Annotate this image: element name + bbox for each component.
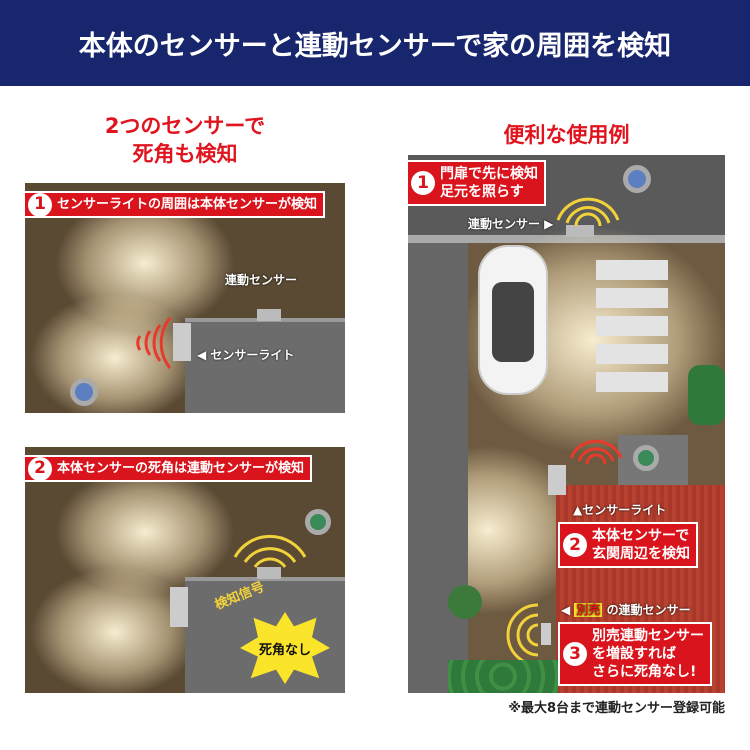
callout-line: 足元を照らす — [440, 184, 524, 200]
callout-line: を増設すれば — [592, 646, 676, 662]
paving-stones — [596, 260, 668, 395]
person-icon — [633, 445, 659, 471]
sensor-light-device — [173, 323, 191, 361]
detection-waves-yellow — [556, 197, 620, 227]
callout-2: 2 本体センサーの死角は連動センサーが検知 — [25, 455, 313, 482]
car — [478, 245, 548, 395]
optional-sensor-device — [541, 623, 551, 645]
callout-2: 2 本体センサーで玄関周辺を検知 — [558, 522, 698, 568]
house-wall — [185, 318, 345, 413]
callout-1: 1 門扉で先に検知足元を照らす — [408, 160, 546, 206]
callout-line: 玄関周辺を検知 — [592, 546, 690, 562]
sensor-light-device — [548, 465, 566, 495]
number-badge: 2 — [28, 456, 52, 481]
callout-text: センサーライトの周囲は本体センサーが検知 — [57, 197, 318, 212]
callout-3: 3 別売連動センサーを増設すればさらに死角なし! — [558, 622, 712, 686]
sensor-light-caption: ▲センサーライト — [573, 503, 667, 517]
detection-waves-red — [136, 317, 172, 369]
detection-waves-yellow — [233, 534, 307, 568]
footnote: ※最大8台まで連動センサー登録可能 — [508, 701, 725, 716]
right-title: 便利な使用例 — [503, 123, 630, 147]
garden-bushes — [448, 660, 558, 693]
no-blind-spot-burst: 死角なし — [240, 612, 330, 684]
person-icon — [305, 509, 331, 535]
detection-waves-red — [569, 439, 623, 465]
shrubs — [688, 365, 725, 425]
callout-line: さらに死角なし! — [592, 664, 697, 680]
left-title-line1: 2つのセンサーで — [104, 114, 266, 138]
header-title: 本体のセンサーと連動センサーで家の周囲を検知 — [78, 30, 672, 62]
linked-sensor-device — [257, 567, 281, 579]
callout-line: 本体センサーで — [592, 528, 690, 544]
optional-sensor-caption: ◀ 別売 の連動センサー — [561, 603, 691, 617]
sensor-light-caption: ◀ センサーライト — [197, 348, 295, 362]
linked-sensor-device — [257, 309, 281, 321]
no-blind-spot-text: 死角なし — [258, 642, 311, 658]
person-icon — [70, 378, 98, 406]
person-icon — [623, 165, 651, 193]
linked-sensor-device — [566, 225, 594, 237]
number-badge: 2 — [563, 533, 587, 557]
number-badge: 1 — [411, 171, 435, 195]
left-title: 2つのセンサーで 死角も検知 — [25, 112, 345, 168]
callout-line: 門扉で先に検知 — [440, 166, 538, 182]
sensor-light-device — [170, 587, 188, 627]
linked-sensor-caption: 連動センサー ▶ — [468, 217, 554, 231]
optional-sensor-text: の連動センサー — [606, 603, 691, 617]
number-badge: 1 — [28, 192, 52, 217]
number-badge: 3 — [563, 642, 587, 666]
side-path — [408, 243, 468, 693]
scene-panel-3: 1 門扉で先に検知足元を照らす 連動センサー ▶ ▲センサーライト 2 本体センサー… — [408, 155, 725, 693]
scene-panel-1: 連動センサー ◀ センサーライト 1 センサーライトの周囲は本体センサーが検知 — [25, 183, 345, 413]
callout-text: 本体センサーの死角は連動センサーが検知 — [57, 461, 305, 476]
left-title-line2: 死角も検知 — [132, 142, 238, 166]
callout-line: 別売連動センサー — [592, 628, 704, 644]
callout-1: 1 センサーライトの周囲は本体センサーが検知 — [25, 191, 326, 218]
optional-badge: 別売 — [574, 603, 603, 617]
linked-sensor-caption: 連動センサー — [225, 273, 298, 287]
burglar-icon — [448, 585, 482, 619]
page-header: 本体のセンサーと連動センサーで家の周囲を検知 — [0, 0, 750, 86]
